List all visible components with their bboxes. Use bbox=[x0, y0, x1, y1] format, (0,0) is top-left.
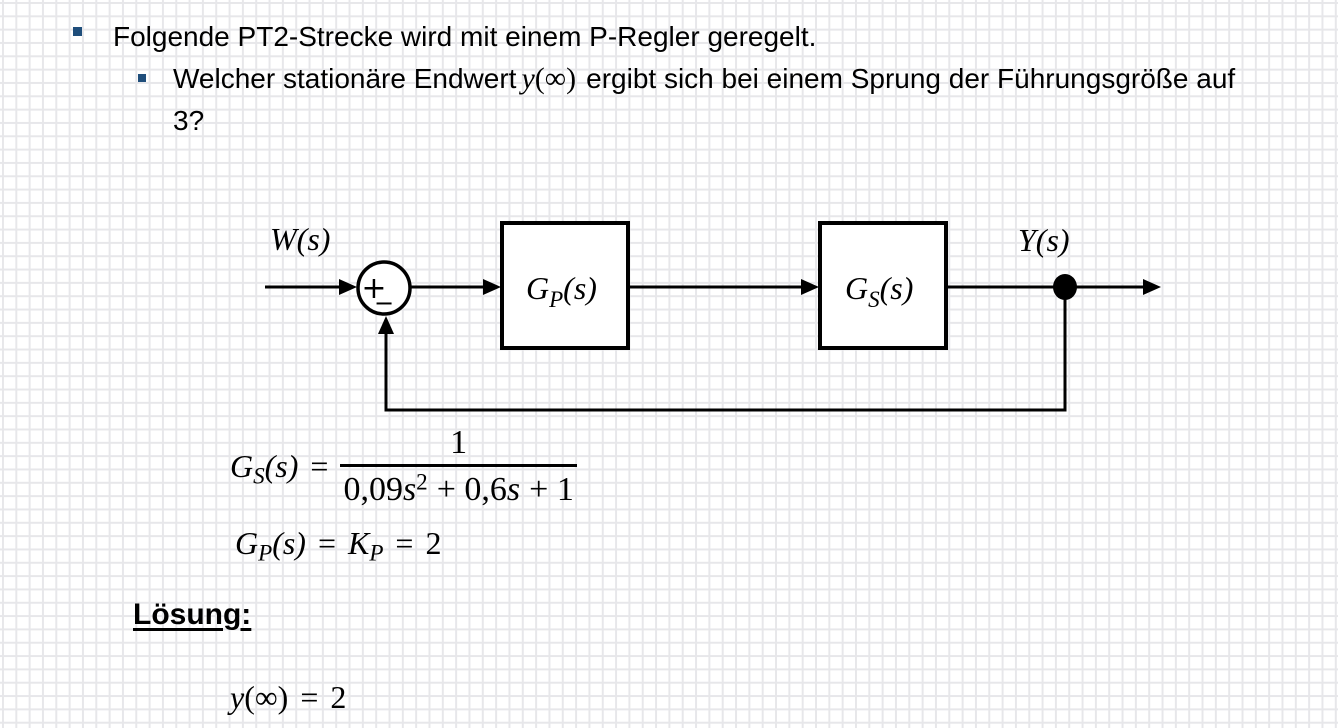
bullet-marker-level2 bbox=[138, 74, 146, 82]
fraction-numerator: 1 bbox=[450, 424, 468, 461]
input-arrowhead-icon bbox=[339, 279, 357, 295]
solution-heading: Lösung: bbox=[133, 598, 252, 631]
question-line-3: 3? bbox=[173, 105, 205, 136]
output-arrowhead-icon bbox=[1143, 279, 1161, 295]
solution-result: y(∞)=2 bbox=[230, 679, 347, 715]
bullet-marker-level1 bbox=[73, 27, 82, 36]
plant-block-label: GS(s) bbox=[845, 270, 913, 312]
sum-plus-sign: + bbox=[361, 271, 386, 306]
question-line2-text-cont: ergibt sich bei einem Sprung der Führung… bbox=[586, 63, 1236, 94]
plant-tf-lhs: GS(s)= bbox=[230, 448, 329, 489]
input-signal-label: W(s) bbox=[270, 221, 330, 257]
sum-minus-sign: − bbox=[374, 289, 394, 317]
controller-block bbox=[500, 221, 630, 350]
plant-tf-fraction: 1 0,09s2+ 0,6s+ 1 bbox=[340, 424, 577, 509]
plant-block bbox=[818, 221, 948, 350]
error-arrowhead-icon bbox=[483, 279, 501, 295]
branch-point-dot bbox=[1053, 274, 1077, 300]
actuating-arrowhead-icon bbox=[801, 279, 819, 295]
question-line2-text: Welcher stationäre Endwert bbox=[173, 63, 517, 94]
feedback-arrowhead-icon bbox=[378, 316, 394, 334]
fraction-denominator: 0,09s2+ 0,6s+ 1 bbox=[340, 464, 577, 509]
plant-transfer-function: GS(s)= 1 0,09s2+ 0,6s+ 1 bbox=[230, 424, 577, 509]
feedback-line bbox=[384, 298, 1067, 412]
y-infinity-inline-math: y(∞) bbox=[521, 62, 577, 95]
question-line-1: Folgende PT2-Strecke wird mit einem P-Re… bbox=[113, 21, 817, 52]
controller-transfer-function: GP(s)=KP=2 bbox=[235, 525, 442, 566]
controller-block-label: GP(s) bbox=[526, 270, 597, 312]
output-signal-label: Y(s) bbox=[1018, 222, 1070, 258]
